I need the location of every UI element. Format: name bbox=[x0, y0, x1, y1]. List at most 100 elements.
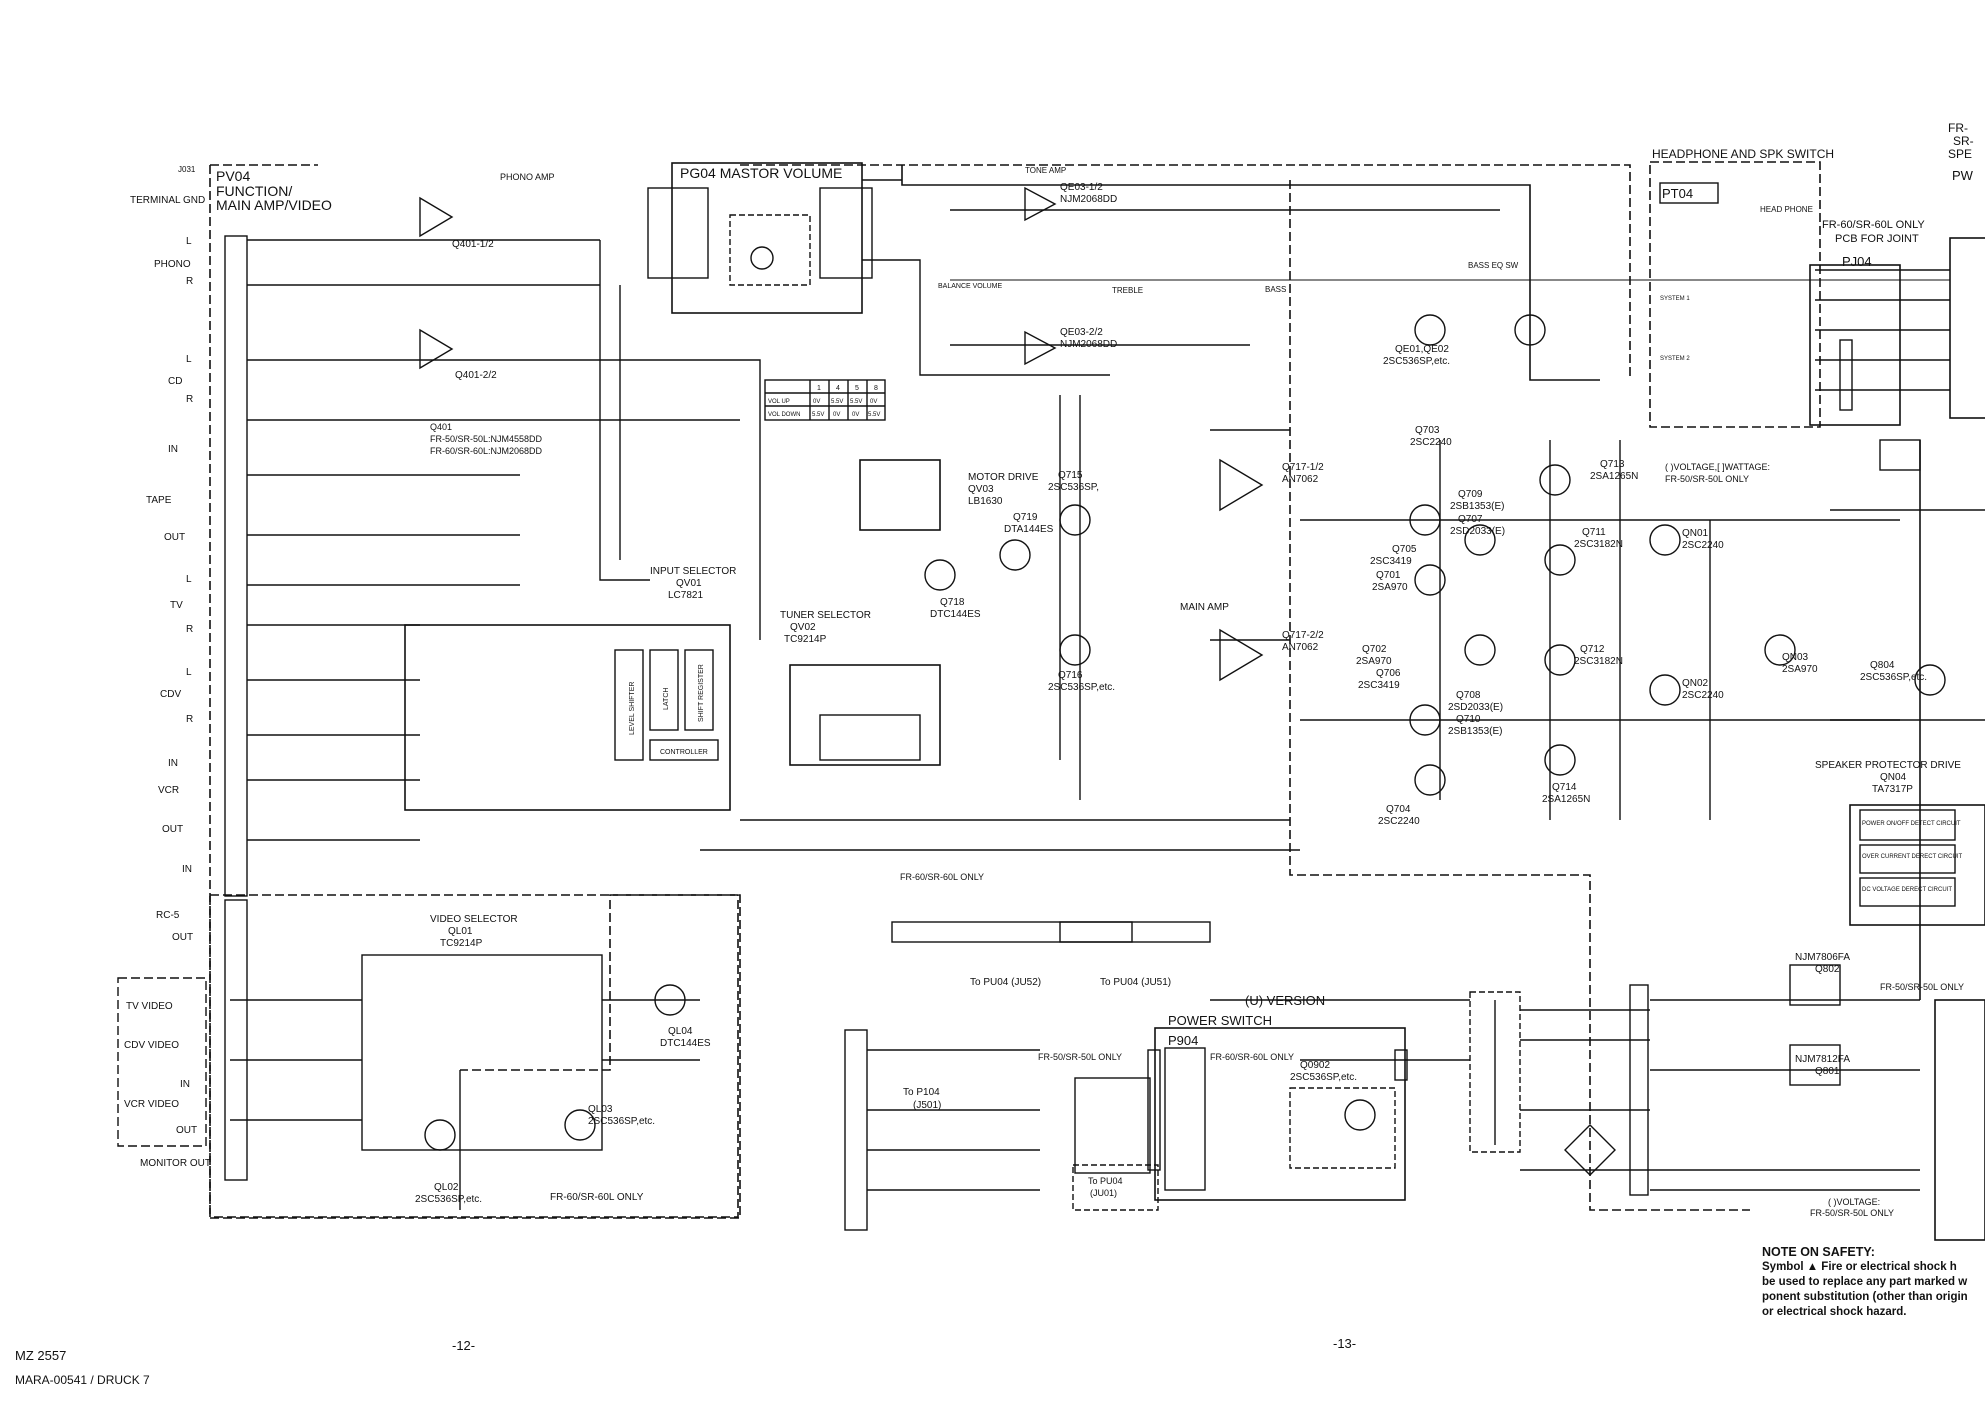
q717-2-part: AN7062 bbox=[1282, 642, 1319, 653]
q707-part: 2SD2033(E) bbox=[1450, 526, 1505, 537]
to-p104: To P104 bbox=[903, 1087, 940, 1098]
video-selector-board bbox=[209, 894, 739, 1218]
q705-part: 2SC3419 bbox=[1370, 556, 1412, 567]
input-phono-r: R bbox=[186, 276, 193, 287]
vol-table-r1c3: 0V bbox=[852, 412, 859, 418]
doc-code: MARA-00541 / DRUCK 7 bbox=[15, 1373, 150, 1387]
q719-label: Q719 bbox=[1013, 512, 1038, 523]
q713-part: 2SA1265N bbox=[1590, 471, 1638, 482]
board-desc-1: FUNCTION/ bbox=[216, 183, 292, 199]
edge-sr: SR- bbox=[1953, 134, 1974, 148]
njm7812-label: NJM7812FA bbox=[1795, 1054, 1850, 1065]
qn03-part: 2SA970 bbox=[1782, 664, 1818, 675]
vol-table-r1c0: VOL DOWN bbox=[768, 412, 800, 418]
power-switch-label: POWER SWITCH bbox=[1168, 1013, 1272, 1028]
dc-voltage-label: DC VOLTAGE DERECT CIRCUIT bbox=[1862, 887, 1952, 893]
edge-sp: SPE bbox=[1948, 147, 1972, 161]
system2-label: SYSTEM 2 bbox=[1660, 356, 1690, 362]
qv03-part: LB1630 bbox=[968, 496, 1003, 507]
q715-label: Q715 bbox=[1058, 470, 1083, 481]
to-pu04-ju01: To PU04 bbox=[1088, 1176, 1123, 1186]
pv04-board-outline bbox=[209, 165, 741, 1219]
tuner-selector-label: TUNER SELECTOR bbox=[780, 610, 871, 621]
to-pu04-ju51: To PU04 (JU51) bbox=[1100, 977, 1171, 988]
qn04-label: QN04 bbox=[1880, 772, 1907, 783]
q706-part: 2SC3419 bbox=[1358, 680, 1400, 691]
vol-table-h2: 4 bbox=[836, 385, 840, 392]
q712-part: 2SC3182N bbox=[1574, 656, 1623, 667]
vol-table-r0c2: 5.5V bbox=[831, 399, 843, 405]
master-volume-title: PG04 MASTOR VOLUME bbox=[680, 165, 842, 181]
pt04-label: PT04 bbox=[1662, 186, 1693, 201]
edge-pw: PW bbox=[1952, 168, 1974, 183]
input-rc5-in: IN bbox=[182, 864, 192, 875]
pt04-board-box bbox=[1649, 161, 1821, 428]
p904-label: P904 bbox=[1168, 1033, 1198, 1048]
safety-title: NOTE ON SAFETY: bbox=[1762, 1245, 1875, 1259]
p904-board bbox=[1154, 1027, 1406, 1201]
qv02-part: TC9214P bbox=[784, 634, 827, 645]
qv01-ic bbox=[404, 624, 731, 811]
input-cdv: CDV bbox=[160, 689, 181, 700]
page-number-right: -13- bbox=[1333, 1336, 1357, 1351]
pg04-board-box bbox=[671, 162, 863, 314]
voltage-bottom-1: ( )VOLTAGE: bbox=[1828, 1197, 1880, 1207]
voltage-note-1: ( )VOLTAGE,[ ]WATTAGE: bbox=[1665, 462, 1770, 472]
video-only-label: FR-60/SR-60L ONLY bbox=[550, 1192, 644, 1203]
q712-label: Q712 bbox=[1580, 644, 1605, 655]
vol-table-h1: 1 bbox=[817, 385, 821, 392]
ql01-part: TC9214P bbox=[440, 938, 483, 949]
safety-line-2: be used to replace any part marked w bbox=[1762, 1276, 1968, 1288]
board-name-pv04: PV04 bbox=[216, 168, 250, 184]
video-selector-label: VIDEO SELECTOR bbox=[430, 914, 518, 925]
u-version-label: (U) VERSION bbox=[1245, 993, 1325, 1008]
vol-table-r0c0: VOL UP bbox=[768, 399, 790, 405]
q715-part: 2SC536SP, bbox=[1048, 482, 1099, 493]
q717-2-label: Q717-2/2 bbox=[1282, 630, 1324, 641]
input-tape-in: IN bbox=[168, 444, 178, 455]
q801-label: Q801 bbox=[1815, 1066, 1840, 1077]
q401-1-label: Q401-1/2 bbox=[452, 239, 494, 250]
q802-label: Q802 bbox=[1815, 964, 1840, 975]
q716-part: 2SC536SP,etc. bbox=[1048, 682, 1115, 693]
vol-table-h4: 8 bbox=[874, 385, 878, 392]
qv01-part: LC7821 bbox=[668, 590, 703, 601]
input-phono: PHONO bbox=[154, 259, 191, 270]
shift-register-label: SHIFT REGISTER bbox=[698, 664, 705, 722]
ql03-part: 2SC536SP,etc. bbox=[588, 1116, 655, 1127]
video-tv: TV VIDEO bbox=[126, 1001, 173, 1012]
q710-label: Q710 bbox=[1456, 714, 1481, 725]
over-current-label: OVER CURRENT DERECT CIRCUIT bbox=[1862, 854, 1962, 860]
fr50-only-psw: FR-50/SR-50L ONLY bbox=[1038, 1052, 1122, 1062]
power-on-off-label: POWER ON/OFF DETECT CIRCUIT bbox=[1862, 821, 1961, 827]
to-pu04-ju01-sub: (JU01) bbox=[1090, 1188, 1117, 1198]
qv01-label: QV01 bbox=[676, 578, 702, 589]
q704-part: 2SC2240 bbox=[1378, 816, 1420, 827]
edge-fr: FR- bbox=[1948, 121, 1968, 135]
main-amp-label: MAIN AMP bbox=[1180, 602, 1229, 613]
q717-1-part: AN7062 bbox=[1282, 474, 1319, 485]
input-selector-label: INPUT SELECTOR bbox=[650, 566, 736, 577]
qe01-label: QE01,QE02 bbox=[1395, 344, 1449, 355]
head-phone-label: HEAD PHONE bbox=[1760, 205, 1813, 214]
q705-label: Q705 bbox=[1392, 544, 1417, 555]
model-code: MZ 2557 bbox=[15, 1348, 67, 1363]
input-vcr-out: OUT bbox=[162, 824, 183, 835]
qe03-1-part: NJM2068DD bbox=[1060, 194, 1117, 205]
balance-volume-label: BALANCE VOLUME bbox=[938, 283, 1003, 290]
treble-label: TREBLE bbox=[1112, 286, 1143, 295]
input-rc5: RC-5 bbox=[156, 910, 180, 921]
phono-amp-label: PHONO AMP bbox=[500, 172, 555, 182]
qv03-label: QV03 bbox=[968, 484, 994, 495]
q719-part: DTA144ES bbox=[1004, 524, 1054, 535]
qv03-ic bbox=[859, 459, 941, 531]
input-tv-l: L bbox=[186, 574, 192, 585]
safety-note: NOTE ON SAFETY: Symbol ▲ Fire or electri… bbox=[1762, 1245, 1982, 1320]
qv02-label: QV02 bbox=[790, 622, 816, 633]
q702-part: 2SA970 bbox=[1356, 656, 1392, 667]
vol-table-r1c1: 5.5V bbox=[812, 412, 824, 418]
q804-label: Q804 bbox=[1870, 660, 1895, 671]
ql04-label: QL04 bbox=[668, 1026, 693, 1037]
ql04-part: DTC144ES bbox=[660, 1038, 711, 1049]
latch-label: LATCH bbox=[663, 688, 670, 710]
